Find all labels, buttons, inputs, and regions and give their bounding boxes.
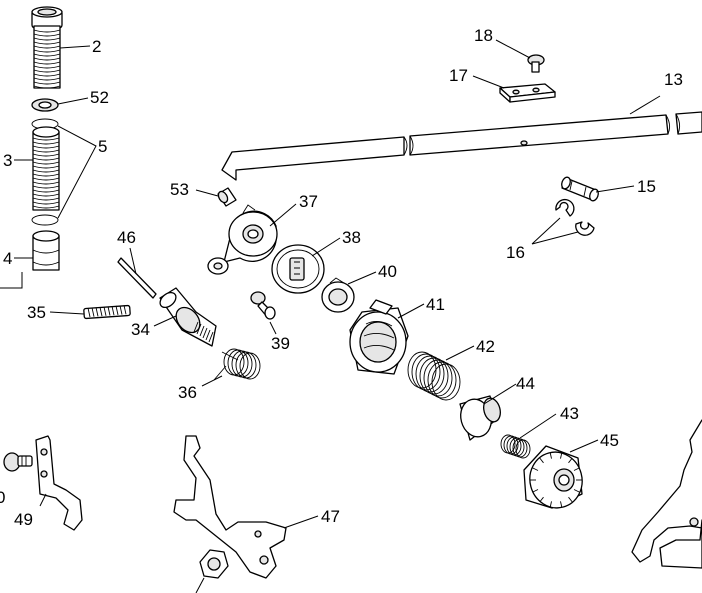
- part-15-pin: [561, 176, 599, 202]
- part-17-plate: [499, 83, 556, 103]
- label-49: 49: [14, 510, 33, 529]
- label-13: 13: [664, 70, 683, 89]
- part-49-bracket: [35, 435, 83, 531]
- part-nut-hex: [195, 549, 229, 593]
- callout-labels: 2 52 5 3 4 18 17 13 15 16 53 37 38 40 41…: [0, 26, 683, 529]
- part-39-screw: [250, 291, 276, 320]
- part-42-coil-spring: [407, 351, 461, 401]
- part-53-set-screw: [217, 187, 237, 207]
- label-4: 4: [3, 249, 12, 268]
- part-44-bushing: [459, 395, 501, 441]
- part-0-screw: [3, 452, 33, 472]
- label-43: 43: [560, 404, 579, 423]
- label-44: 44: [516, 374, 535, 393]
- part-right-bracket: [631, 419, 702, 569]
- label-46: 46: [117, 228, 136, 247]
- label-39: 39: [271, 334, 290, 353]
- label-3: 3: [3, 151, 12, 170]
- part-36-torsion-spring: [213, 348, 261, 381]
- part-18-screw: [527, 54, 545, 73]
- part-3-spring-sleeve: [32, 126, 60, 211]
- label-35: 35: [27, 303, 46, 322]
- part-45-knurled-nut: [523, 445, 583, 509]
- label-53: 53: [170, 180, 189, 199]
- label-47: 47: [321, 507, 340, 526]
- label-45: 45: [600, 431, 619, 450]
- part-35-spring-pin: [83, 304, 131, 320]
- part-47-lever-plate: [173, 435, 287, 579]
- part-46-rod: [117, 257, 157, 299]
- label-38: 38: [342, 228, 361, 247]
- part-34-threaded-shaft: [159, 287, 217, 347]
- part-37-cam-disc: [207, 204, 278, 275]
- part-16-retaining-clips: [555, 199, 595, 236]
- part-13-lever-bar: [221, 111, 702, 181]
- label-15: 15: [637, 177, 656, 196]
- label-17: 17: [449, 66, 468, 85]
- part-52-washer: [31, 98, 59, 112]
- label-52: 52: [90, 88, 109, 107]
- label-42: 42: [476, 337, 495, 356]
- part-40-ring-clip: [321, 277, 355, 313]
- label-40: 40: [378, 262, 397, 281]
- part-2-threaded-sleeve: [31, 6, 63, 89]
- label-5: 5: [98, 137, 107, 156]
- part-38-disc: [271, 244, 325, 294]
- label-18: 18: [474, 26, 493, 45]
- leader-lines: [14, 39, 661, 529]
- label-34: 34: [131, 320, 150, 339]
- part-41-drum: [349, 299, 409, 375]
- part-43-small-spring: [500, 434, 531, 459]
- label-36: 36: [178, 383, 197, 402]
- label-37: 37: [299, 192, 318, 211]
- label-41: 41: [426, 295, 445, 314]
- label-16: 16: [506, 243, 525, 262]
- label-0: 0: [0, 488, 5, 507]
- part-4-bushing: [32, 230, 60, 271]
- label-2: 2: [92, 37, 101, 56]
